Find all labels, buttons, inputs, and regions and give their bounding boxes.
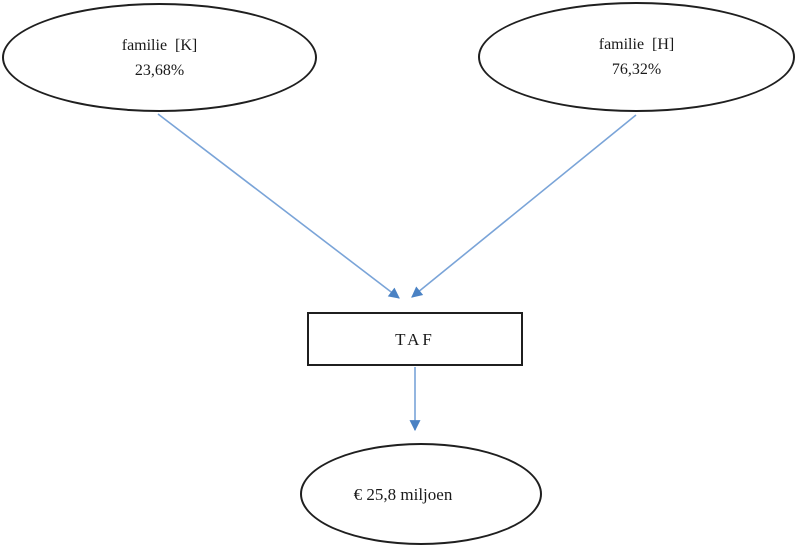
node-familie-h: familie [H] 76,32%	[478, 2, 795, 112]
node-familie-k-percentage: 23,68%	[134, 61, 185, 79]
node-familie-k-name: familie [K]	[121, 36, 198, 54]
node-familie-h-percentage: 76,32%	[611, 61, 662, 78]
edge-family-k-to-taf	[157, 113, 400, 299]
node-taf: TAF	[307, 312, 523, 366]
node-familie-h-name: familie [H]	[598, 36, 675, 53]
node-familie-k: familie [K] 23,68%	[2, 3, 317, 112]
node-amount-label: € 25,8 miljoen	[353, 484, 453, 504]
node-taf-label: TAF	[395, 329, 435, 349]
node-amount: € 25,8 miljoen	[300, 443, 542, 545]
edge-family-h-to-taf	[411, 114, 637, 298]
